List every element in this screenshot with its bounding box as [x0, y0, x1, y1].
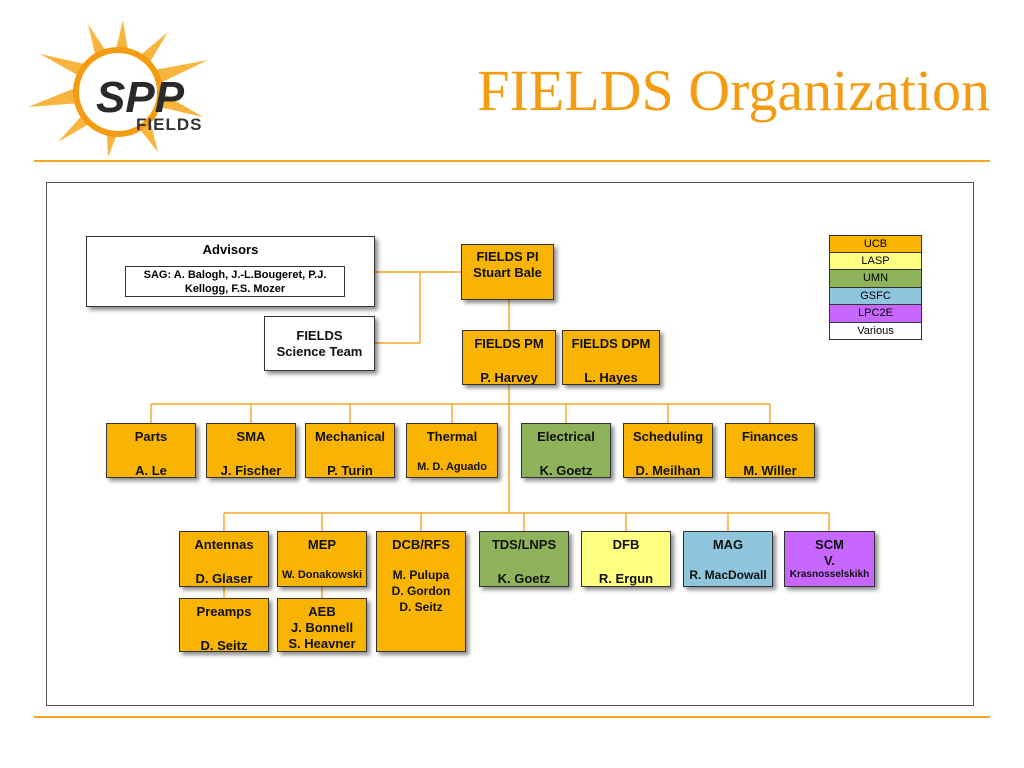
tds-lnps-box: TDS/LNPS K. Goetz [479, 531, 569, 587]
preamps-name: D. Seitz [200, 638, 248, 653]
dfb-role: DFB [612, 537, 640, 552]
top-divider [34, 160, 990, 162]
mep-box: MEP W. Donakowski [277, 531, 367, 587]
thermal-role: Thermal [426, 429, 478, 444]
mep-name: W. Donakowski [281, 569, 363, 581]
legend-item-ucb: UCB [829, 235, 922, 253]
scm-box: SCM V. Krasnosselskikh [784, 531, 875, 587]
thermal-name: M. D. Aguado [417, 461, 487, 473]
sma-role: SMA [236, 429, 266, 444]
antennas-name: D. Glaser [195, 571, 253, 586]
aeb-name2: S. Heavner [288, 636, 356, 651]
pi-box: FIELDS PI Stuart Bale [461, 244, 554, 300]
pi-name: Stuart Bale [473, 265, 542, 280]
finances-name: M. Willer [743, 463, 797, 478]
science-team-line1: FIELDS [296, 328, 343, 343]
electrical-box: Electrical K. Goetz [521, 423, 611, 478]
dfb-name: R. Ergun [598, 571, 654, 586]
antennas-box: Antennas D. Glaser [179, 531, 269, 587]
tds-lnps-role: TDS/LNPS [491, 537, 557, 552]
legend-item-lasp: LASP [829, 252, 922, 270]
mag-box: MAG R. MacDowall [683, 531, 773, 587]
mep-role: MEP [307, 537, 337, 552]
preamps-role: Preamps [196, 604, 252, 619]
mag-name: R. MacDowall [689, 568, 767, 582]
parts-box: Parts A. Le [106, 423, 196, 478]
sma-box: SMA J. Fischer [206, 423, 296, 478]
logo-sub: FIELDS [136, 115, 202, 134]
scm-name1: V. [823, 553, 836, 568]
electrical-name: K. Goetz [539, 463, 593, 478]
thermal-box: Thermal M. D. Aguado [406, 423, 498, 478]
aeb-name1: J. Bonnell [290, 620, 354, 635]
science-team-line2: Science Team [276, 344, 363, 359]
sun-burst-icon [28, 20, 208, 157]
electrical-role: Electrical [537, 429, 595, 444]
mechanical-name: P. Turin [327, 463, 373, 478]
preamps-box: Preamps D. Seitz [179, 598, 269, 653]
spp-fields-logo: SPP FIELDS [28, 20, 208, 157]
aeb-box: AEB J. Bonnell S. Heavner [277, 598, 367, 652]
antennas-role: Antennas [194, 537, 254, 552]
aeb-role: AEB [308, 604, 336, 619]
advisors-box: Advisors SAG: A. Balogh, J.-L.Bougeret, … [86, 236, 375, 307]
legend-item-umn: UMN [829, 270, 922, 288]
legend-item-gsfc: GSFC [829, 287, 922, 305]
scheduling-box: Scheduling D. Meilhan [623, 423, 713, 478]
finances-box: Finances M. Willer [725, 423, 815, 478]
bottom-divider [34, 716, 990, 718]
dpm-box: FIELDS DPM L. Hayes [562, 330, 660, 385]
mechanical-box: Mechanical P. Turin [305, 423, 395, 478]
mechanical-role: Mechanical [314, 429, 386, 444]
dpm-role: FIELDS DPM [571, 336, 651, 351]
parts-role: Parts [134, 429, 168, 444]
pm-box: FIELDS PM P. Harvey [462, 330, 556, 385]
pi-role: FIELDS PI [476, 249, 539, 264]
dcb-rfs-name2: D. Gordon [391, 584, 451, 598]
legend-item-various: Various [829, 322, 922, 340]
logo-mark: SPP [96, 73, 185, 122]
dcb-rfs-role: DCB/RFS [392, 537, 450, 552]
parts-name: A. Le [135, 463, 167, 478]
scm-role: SCM [815, 537, 844, 552]
scm-name2: Krasnosselskikh [789, 569, 870, 580]
advisors-title: Advisors [202, 242, 259, 257]
advisors-members: SAG: A. Balogh, J.-L.Bougeret, P.J. Kell… [125, 266, 345, 297]
tds-lnps-name: K. Goetz [497, 571, 551, 586]
advisors-members-line2: Kellogg, F.S. Mozer [184, 283, 286, 295]
page-title: FIELDS Organization [477, 58, 990, 123]
dfb-box: DFB R. Ergun [581, 531, 671, 587]
science-team-box: FIELDS Science Team [264, 316, 375, 371]
advisors-members-line1: SAG: A. Balogh, J.-L.Bougeret, P.J. [143, 269, 327, 281]
dcb-rfs-name1: M. Pulupa [392, 568, 450, 582]
mag-role: MAG [712, 537, 744, 552]
pm-role: FIELDS PM [474, 336, 544, 351]
scheduling-name: D. Meilhan [635, 463, 701, 478]
dpm-name: L. Hayes [584, 370, 638, 385]
legend-item-lpc2e: LPC2E [829, 305, 922, 323]
scheduling-role: Scheduling [632, 429, 704, 444]
sma-name: J. Fischer [220, 463, 282, 478]
pm-name: P. Harvey [480, 370, 538, 385]
institution-legend: UCB LASP UMN GSFC LPC2E Various [829, 235, 922, 340]
dcb-rfs-name3: D. Seitz [399, 600, 443, 614]
finances-role: Finances [741, 429, 799, 444]
dcb-rfs-box: DCB/RFS M. Pulupa D. Gordon D. Seitz [376, 531, 466, 652]
